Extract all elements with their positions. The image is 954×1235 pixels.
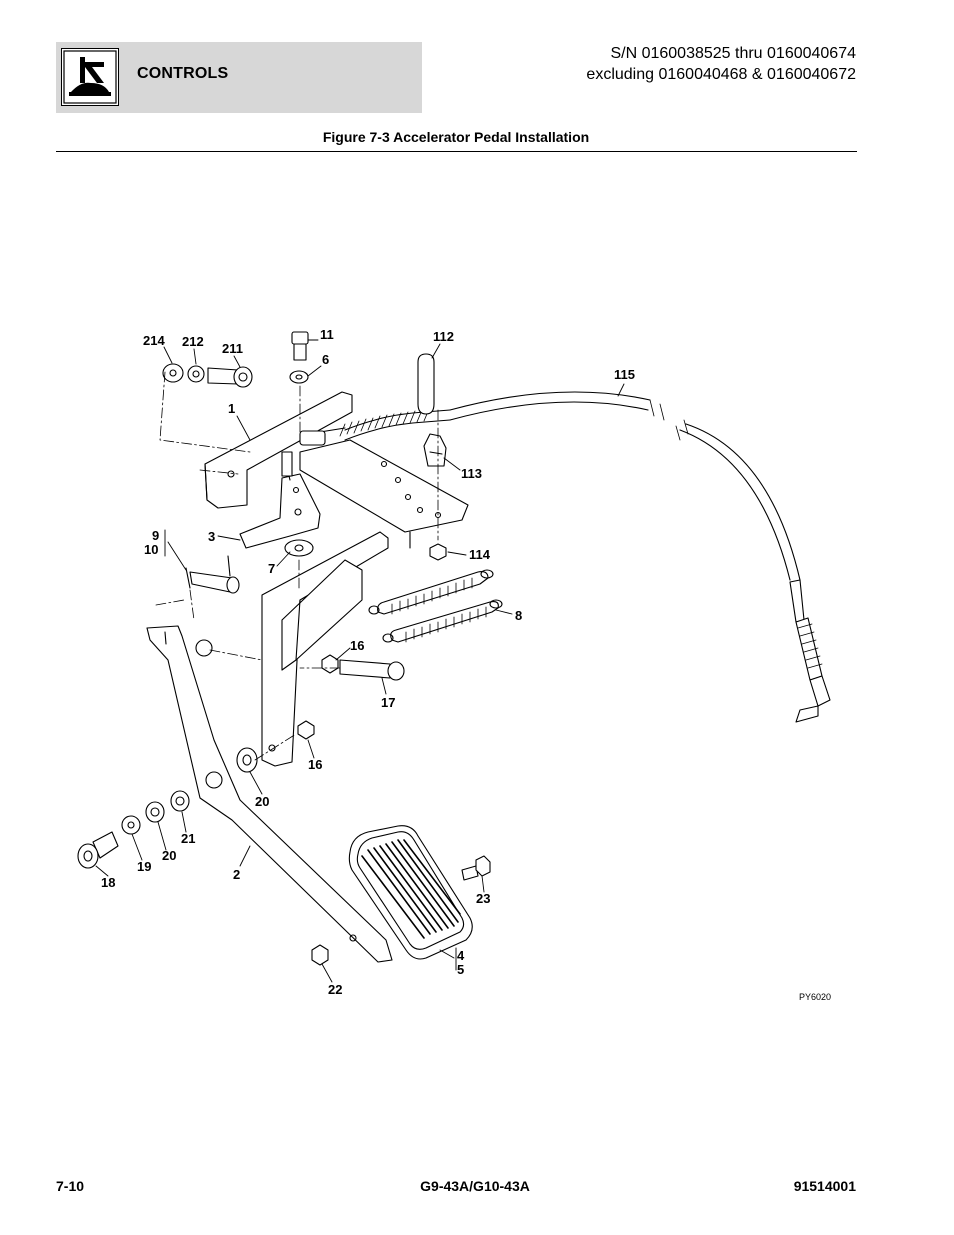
manual-part-number: 91514001 — [793, 1178, 856, 1194]
serial-range: S/N 0160038525 thru 0160040674 excluding… — [586, 43, 856, 85]
callout-112: 112 — [433, 329, 454, 344]
callout-4: 4 — [457, 948, 465, 963]
cable-support-plate — [299, 439, 469, 549]
return-springs — [368, 569, 503, 643]
callout-19: 19 — [137, 859, 151, 874]
model-row: G9-43A/G10-43A — [0, 1178, 954, 1194]
callout-113: 113 — [461, 466, 482, 481]
callout-212: 212 — [182, 334, 204, 349]
serial-line-1: S/N 0160038525 thru 0160040674 — [610, 45, 856, 62]
callout-3: 3 — [208, 529, 215, 544]
callout-114: 114 — [469, 547, 491, 562]
callout-10: 10 — [144, 542, 158, 557]
washer-7 — [284, 539, 314, 557]
callout-22: 22 — [328, 982, 342, 997]
cable-spring-coils — [339, 408, 823, 669]
throttle-cable — [299, 391, 831, 723]
callout-21: 21 — [181, 831, 195, 846]
serial-line-2: excluding 0160040468 & 0160040672 — [586, 66, 856, 83]
lever-arm — [239, 451, 321, 549]
ball-joint — [185, 555, 240, 594]
header-rule — [56, 151, 857, 152]
figure-image-ref: PY6020 — [799, 992, 831, 1002]
callout-8: 8 — [515, 608, 522, 623]
bolt-and-washer — [289, 331, 309, 384]
callout-11: 11 — [320, 327, 334, 342]
callout-6: 6 — [322, 352, 329, 367]
figure-title: Figure 7-3 Accelerator Pedal Installatio… — [322, 129, 590, 145]
controls-joystick-icon — [61, 48, 119, 106]
callout-1: 1 — [228, 401, 235, 416]
callout-9: 9 — [152, 528, 159, 543]
callout-211: 211 — [222, 341, 243, 356]
figure-title-row: Figure 7-3 Accelerator Pedal Installatio… — [0, 129, 954, 145]
section-title: CONTROLS — [137, 65, 229, 82]
mounting-bracket — [204, 391, 353, 509]
page-number: 7-10 — [56, 1178, 85, 1194]
pivot-hardware — [77, 747, 258, 869]
pedal-pad — [348, 825, 473, 960]
callout-20-right: 20 — [255, 794, 269, 809]
callout-20-left: 20 — [162, 848, 176, 863]
callout-2: 2 — [233, 867, 240, 882]
model-number: G9-43A/G10-43A — [420, 1178, 530, 1194]
callout-214: 214 — [143, 333, 165, 348]
callout-115: 115 — [614, 367, 635, 382]
nut-bolt-16-17 — [297, 654, 405, 740]
callout-18: 18 — [101, 875, 115, 890]
callout-16-lower: 16 — [308, 757, 322, 772]
assembly-leaders — [155, 371, 439, 761]
vertical-support-bracket — [261, 531, 389, 767]
bolt-211-washers — [162, 363, 253, 388]
bolt-23-nut-22 — [311, 855, 491, 966]
callout-17: 17 — [381, 695, 395, 710]
callout-5: 5 — [457, 962, 464, 977]
callout-16-upper: 16 — [350, 638, 364, 653]
callout-23: 23 — [476, 891, 490, 906]
cable-clip — [417, 353, 447, 467]
pedal-arm — [146, 625, 393, 963]
callout-leaders — [95, 339, 625, 983]
callout-7: 7 — [268, 561, 275, 576]
nut-114 — [429, 543, 447, 561]
